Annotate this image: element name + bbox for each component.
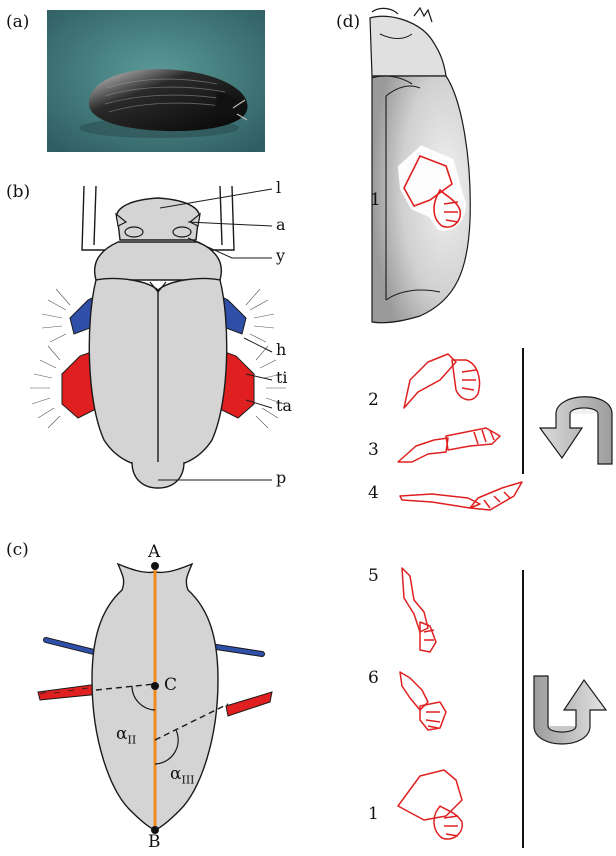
step-3: 3 bbox=[368, 442, 379, 459]
curved-arrow-up-icon bbox=[528, 670, 616, 756]
step-6: 6 bbox=[368, 670, 379, 687]
leg-pose-5 bbox=[402, 568, 436, 652]
leg-pose-4 bbox=[400, 482, 522, 510]
step-4: 4 bbox=[368, 485, 379, 502]
leg-pose-6 bbox=[400, 672, 446, 730]
leg-pose-1 bbox=[398, 770, 462, 839]
step-2: 2 bbox=[368, 392, 379, 409]
step-1-bottom: 1 bbox=[368, 806, 379, 823]
leg-pose-2 bbox=[404, 354, 480, 408]
leg-pose-3 bbox=[398, 428, 500, 462]
curved-arrow-down-icon bbox=[528, 384, 616, 468]
step-5: 5 bbox=[368, 568, 379, 585]
